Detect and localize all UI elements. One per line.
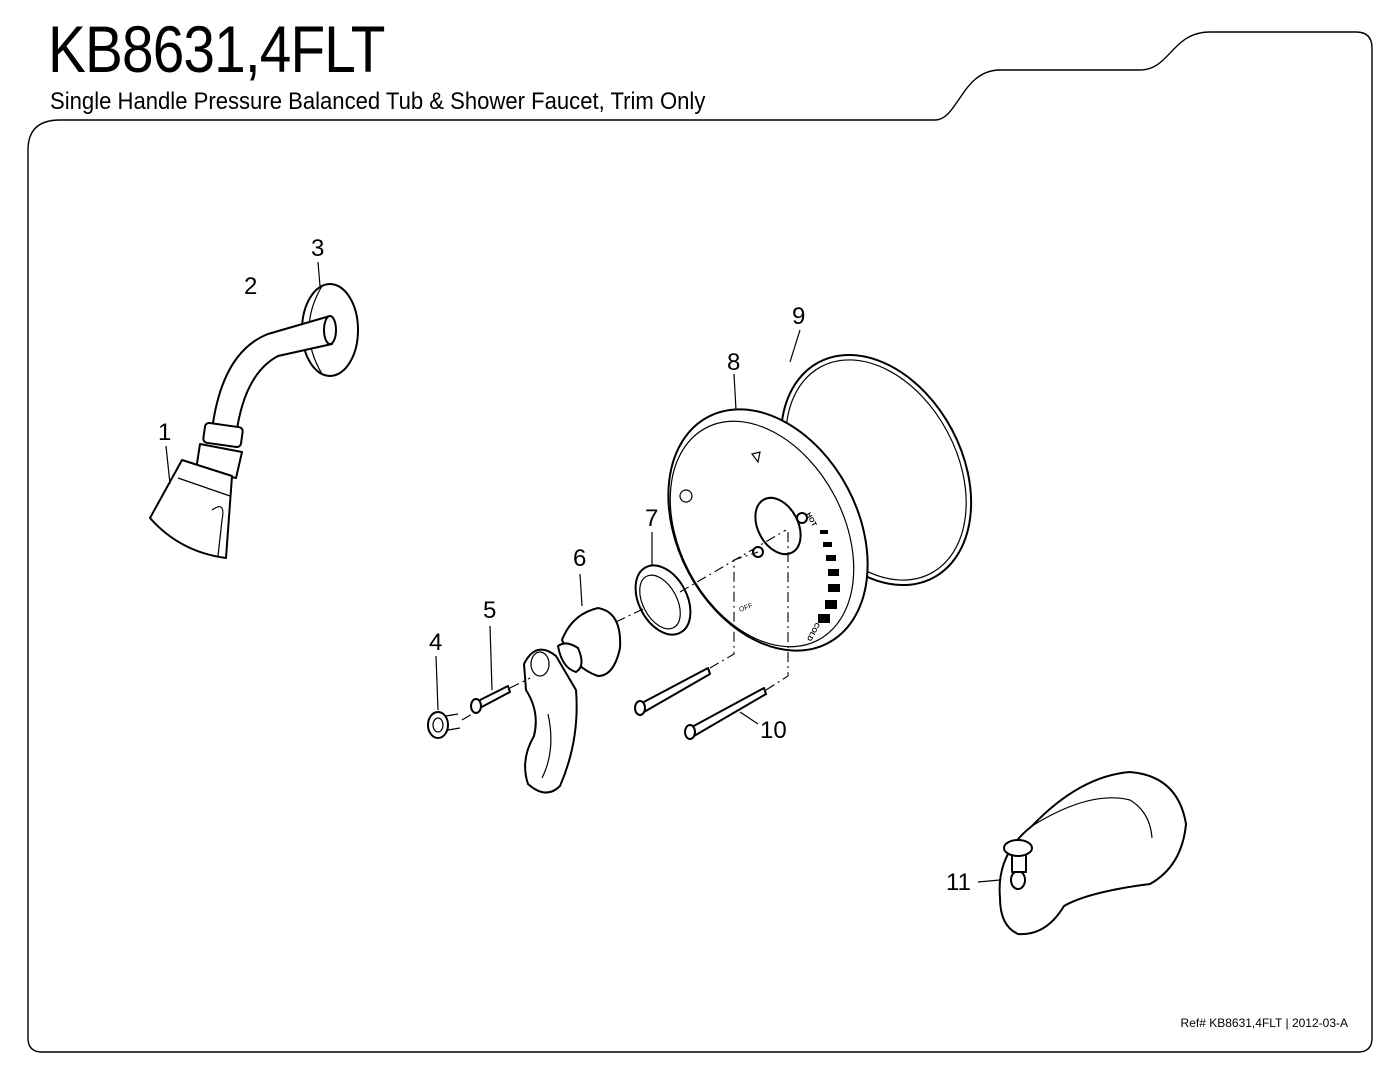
callout-1: 1 [158, 419, 171, 446]
callout-10: 10 [760, 717, 787, 744]
callout-8: 8 [727, 349, 740, 376]
model-number: KB8631,4FLT [48, 12, 385, 86]
assembly-centerlines [461, 529, 789, 721]
callout-6: 6 [573, 545, 586, 572]
callout-5: 5 [483, 597, 496, 624]
callout-2: 2 [244, 273, 257, 300]
reference-footer: Ref# KB8631,4FLT | 2012-03-A [1180, 1016, 1348, 1030]
callout-7: 7 [645, 505, 658, 532]
callout-4: 4 [429, 629, 442, 656]
tub-spout [998, 771, 1187, 936]
leader-lines [165, 261, 1001, 883]
product-description: Single Handle Pressure Balanced Tub & Sh… [50, 88, 706, 115]
callout-11: 11 [946, 869, 971, 896]
escutcheon-ring [634, 564, 692, 636]
shower-head [149, 421, 244, 559]
off-label: OFF [738, 603, 754, 614]
callout-labels: 1 2 3 4 5 6 7 8 9 10 11 [158, 235, 971, 896]
handle-cap [427, 711, 461, 739]
temperature-scale [818, 530, 840, 623]
escutcheon-plate: HOT COLD OFF [667, 408, 869, 652]
sheet-frame [27, 31, 1373, 1053]
handle-screw [470, 685, 511, 714]
mounting-screws [634, 667, 767, 740]
callout-9: 9 [792, 303, 805, 330]
lever-handle [523, 607, 622, 794]
shower-arm [211, 315, 337, 437]
callout-3: 3 [311, 235, 324, 262]
